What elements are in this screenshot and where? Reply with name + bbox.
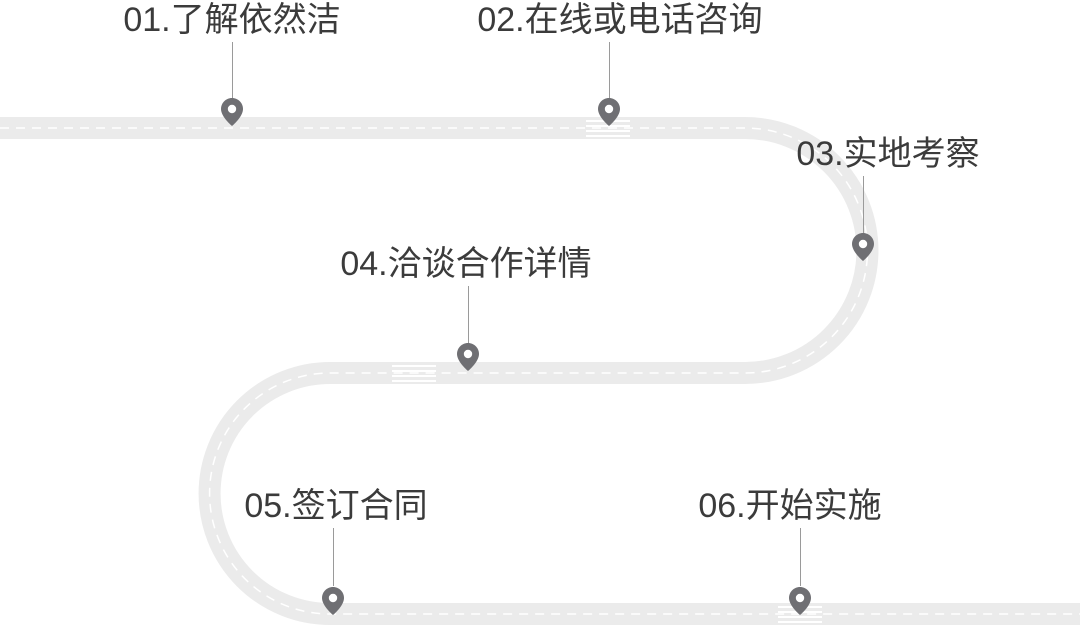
step-5-label: 05.签订合同	[244, 486, 427, 526]
step-5-number: 05.	[244, 487, 292, 525]
map-pin-icon	[789, 587, 811, 615]
map-pin-icon	[598, 98, 620, 126]
step-1-leader-line	[232, 42, 233, 100]
step-5-leader-line	[333, 528, 334, 586]
step-1-number: 01.	[123, 1, 171, 39]
map-pin-icon	[322, 587, 344, 615]
step-4-leader-line	[468, 286, 469, 344]
step-3-text: 实地考察	[843, 135, 980, 173]
step-1-text: 了解依然洁	[170, 1, 341, 39]
road-center-dash	[0, 127, 1080, 615]
crosswalk-2	[392, 365, 436, 382]
step-4-number: 04.	[340, 245, 388, 283]
map-pin-icon	[457, 343, 479, 371]
step-6-text: 开始实施	[745, 487, 882, 525]
step-6-leader-line	[800, 528, 801, 586]
step-2-text: 在线或电话咨询	[524, 1, 763, 39]
map-pin-icon	[221, 98, 243, 126]
step-2-leader-line	[609, 42, 610, 100]
step-1-label: 01.了解依然洁	[123, 0, 340, 40]
step-4-label: 04.洽谈合作详情	[340, 244, 591, 284]
step-3-label: 03.实地考察	[796, 134, 979, 174]
step-6-number: 06.	[698, 487, 746, 525]
step-2-label: 02.在线或电话咨询	[477, 0, 762, 40]
step-4-text: 洽谈合作详情	[387, 245, 592, 283]
road-path	[0, 117, 1080, 625]
step-3-leader-line	[863, 176, 864, 234]
step-6-label: 06.开始实施	[698, 486, 881, 526]
map-pin-icon	[852, 233, 874, 261]
step-2-number: 02.	[477, 1, 525, 39]
step-3-number: 03.	[796, 135, 844, 173]
step-5-text: 签订合同	[291, 487, 428, 525]
